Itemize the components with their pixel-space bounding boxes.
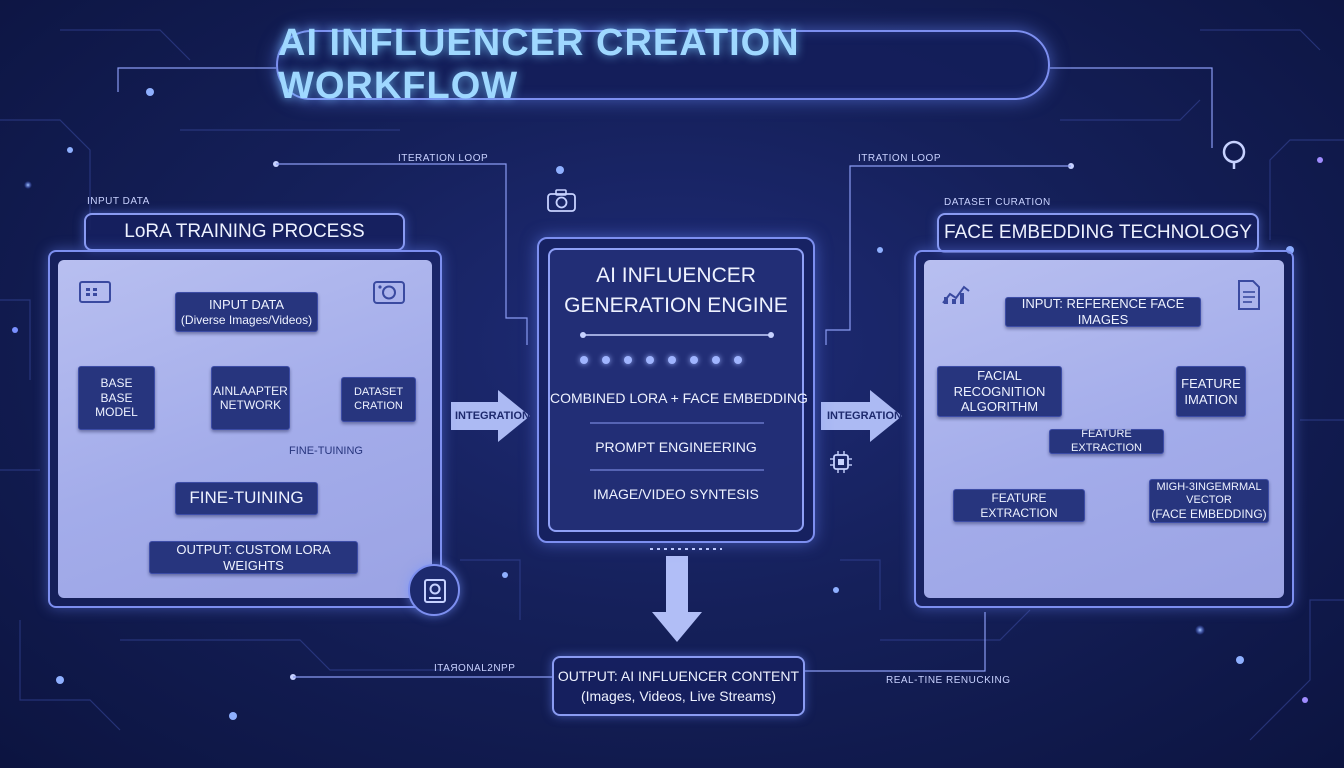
lora-header: LoRA TRAINING PROCESS (84, 213, 405, 251)
recog-line1: FACIAL RECOGNITION (953, 368, 1046, 399)
face-header: FACE EMBEDDING TECHNOLOGY (937, 213, 1259, 253)
adapter-line1: AINLAAPTER (213, 383, 288, 398)
chart-icon (942, 285, 970, 304)
engine-item-prompt: PROMPT ENGINEERING (595, 439, 757, 455)
dataset-curation-label: DATASET CURATION (944, 197, 1051, 208)
lora-output-text: OUTPUT: CUSTOM LORA WEIGHTS (176, 541, 331, 573)
feature-extraction-mid-node: FEATURE EXTRACTION (1049, 428, 1164, 454)
dataset-creation-node: DATASET CRATION (341, 377, 416, 422)
engine-dots (580, 356, 742, 364)
generation-engine-panel: AI INFLUENCER GENERATION ENGINE COMBINED… (548, 248, 808, 532)
integration-right-label: INTEGRATION (827, 410, 902, 422)
engine-title-line1: AI INFLUENCER (596, 264, 756, 287)
lora-input-data-sub: (Diverse Images/Videos) (180, 312, 313, 327)
realtime-label: REAL-TINE RENUCKING (886, 675, 1011, 686)
document-icon (1238, 280, 1260, 310)
engine-item-synthesis: IMAGE/VIDEO SYNTESIS (593, 486, 759, 502)
monitor-icon (79, 281, 111, 303)
output-content-box: OUTPUT: AI INFLUENCER CONTENT (Images, V… (552, 656, 805, 716)
base-model-line2: BASE MODEL (95, 390, 138, 420)
feature-line2: IMATION (1184, 391, 1238, 407)
camera-icon (547, 189, 576, 212)
page-title: AI INFLUENCER CREATION WORKFLOW (278, 22, 800, 107)
feature-line1: FEATURE (1181, 375, 1241, 391)
vector-line1: MIGH-3INGEMRMAL VECTOR (1156, 480, 1262, 506)
iteration-loop-left-label: ITERATION LOOP (398, 153, 489, 164)
engine-title-line2: GENERATION ENGINE (564, 294, 788, 317)
fine-tuning-node-text: FINE-TUINING (189, 488, 304, 508)
iteration-loop-right-label: ITRATION LOOP (858, 153, 941, 164)
input-data-label: INPUT DATA (87, 196, 150, 207)
lora-header-text: LoRA TRAINING PROCESS (124, 221, 365, 242)
output-line2: (Images, Videos, Live Streams) (580, 688, 777, 704)
chip-icon (830, 451, 852, 473)
recog-line2: ALGORITHM (960, 399, 1039, 415)
engine-item-combined: COMBINED LORA + FACE EMBEDDING (550, 390, 808, 406)
facial-recognition-node: FACIAL RECOGNITION ALGORITHM (937, 366, 1062, 417)
adapter-network-node: AINLAAPTER NETWORK (211, 366, 290, 430)
dot (624, 356, 632, 364)
feature-extraction-low-text: FEATURE EXTRACTION (980, 491, 1058, 520)
dot (668, 356, 676, 364)
dot (734, 356, 742, 364)
lora-output-node: OUTPUT: CUSTOM LORA WEIGHTS (149, 541, 358, 574)
output-line1: OUTPUT: AI INFLUENCER CONTENT (557, 667, 800, 684)
face-input-text: INPUT: REFERENCE FACE IMAGES (1021, 296, 1185, 327)
fine-tuning-edge-label: FINE-TUINING (289, 445, 363, 457)
feature-extraction-mid-text: FEATURE EXTRACTION (1071, 428, 1142, 454)
face-vector-node: MIGH-3INGEMRMAL VECTOR (FACE EMBEDDING) (1149, 479, 1269, 523)
camera-icon (373, 281, 405, 304)
fine-tuning-node: FINE-TUINING (175, 482, 318, 515)
feature-imation-node: FEATURE IMATION (1176, 366, 1246, 417)
face-input-node: INPUT: REFERENCE FACE IMAGES (1005, 296, 1201, 327)
dot (580, 356, 588, 364)
dot (712, 356, 720, 364)
engine-separator (590, 469, 764, 471)
engine-divider (580, 332, 774, 338)
title-banner: AI INFLUENCER CREATION WORKFLOW (276, 22, 1050, 107)
vector-line2: (FACE EMBEDDING) (1151, 506, 1267, 521)
lora-input-data-node: INPUT DATA (Diverse Images/Videos) (175, 292, 318, 332)
dataset-line1: DATASET (353, 386, 404, 399)
integration-left-label: INTEGRATION (455, 410, 530, 422)
drive-icon (424, 579, 446, 603)
base-model-node: BASE BASE MODEL (78, 366, 155, 430)
engine-separator (590, 422, 764, 424)
dataset-line2: CRATION (354, 399, 403, 412)
base-model-line1: BASE (100, 376, 133, 391)
dot (690, 356, 698, 364)
drive-icon-badge (408, 564, 460, 616)
face-header-text: FACE EMBEDDING TECHNOLOGY (944, 222, 1252, 243)
bottom-loop-label: ITAЯONAL2NPP (434, 663, 516, 674)
dot (602, 356, 610, 364)
lora-input-data-title: INPUT DATA (208, 297, 285, 312)
adapter-line2: NETWORK (219, 398, 282, 412)
dot (646, 356, 654, 364)
search-icon (1222, 140, 1246, 169)
feature-extraction-low-node: FEATURE EXTRACTION (953, 489, 1085, 522)
